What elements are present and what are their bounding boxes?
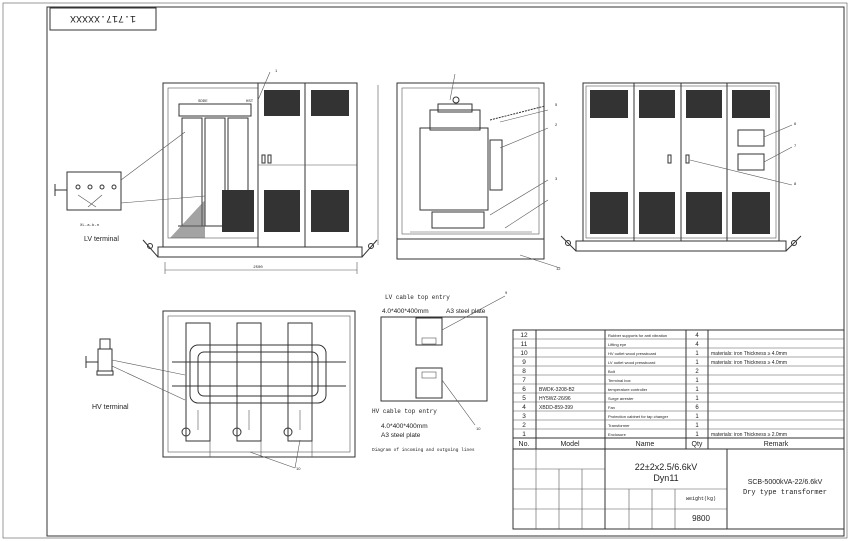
parts-row-model: HY5WZ-26/96 — [539, 396, 571, 402]
parts-row-qty: 2 — [695, 369, 699, 375]
cable-entry-diagram: 9 10 — [380, 290, 508, 431]
product-model: SCB-5000kVA-22/6.6kV — [748, 479, 823, 486]
parts-row-name: Transformer — [608, 423, 630, 428]
hv-plate-size: 4.0*400*400mm — [381, 423, 428, 430]
hv-terminal-detail — [85, 338, 186, 401]
svg-text:7: 7 — [794, 143, 797, 148]
parts-row-no: 3 — [522, 413, 526, 420]
title-voltage: 22±2x2.5/6.6kV — [635, 462, 697, 472]
svg-text:2500: 2500 — [253, 266, 263, 270]
parts-row-name: LV outlet wood pressboard — [608, 360, 655, 365]
svg-text:10: 10 — [296, 466, 301, 471]
parts-row-qty: 1 — [695, 396, 699, 402]
lv-plate-size: 4.0*400*400mm — [382, 308, 429, 315]
parts-row-no: 2 — [522, 422, 526, 429]
svg-text:2: 2 — [555, 122, 558, 127]
plan-view: 10 — [162, 310, 356, 471]
parts-row-name: Enclosure — [608, 432, 627, 437]
hv-terminal-label: HV terminal — [92, 404, 129, 411]
header-remark: Remark — [764, 441, 789, 448]
drawing-number-box — [49, 7, 157, 31]
parts-row-no: 11 — [521, 341, 528, 348]
drawing-number: 1.717.XXXXX — [70, 12, 136, 23]
parts-row-qty: 1 — [695, 378, 699, 384]
parts-row-qty: 4 — [695, 342, 699, 348]
parts-row-no: 4 — [522, 404, 526, 411]
svg-text:8: 8 — [794, 181, 797, 186]
parts-row-qty: 1 — [695, 360, 699, 366]
parts-row-qty: 6 — [695, 405, 699, 411]
parts-row-name: Fan — [608, 405, 615, 410]
parts-row-qty: 1 — [695, 423, 699, 429]
svg-text:XL-a-b-n: XL-a-b-n — [80, 223, 100, 228]
parts-row-name: Lifting eye — [608, 342, 627, 347]
weight-label: weight(kg) — [686, 496, 716, 502]
header-no: No. — [519, 441, 530, 448]
inner-border — [46, 6, 845, 537]
end-elevation: 5 2 3 12 — [396, 73, 561, 271]
diagram-caption: Diagram of incoming and outgoing lines — [372, 447, 475, 453]
parts-row-name: Terminal box — [608, 378, 631, 383]
parts-row-no: 8 — [522, 368, 526, 375]
lv-plate-material: A3 steel plate — [446, 308, 486, 315]
parts-row-name: Surge arrester — [608, 396, 634, 401]
parts-row-qty: 1 — [695, 351, 699, 357]
header-qty: Qty — [692, 441, 703, 448]
svg-text:SDDE: SDDE — [198, 100, 208, 104]
lv-terminal-label: LV terminal — [84, 236, 119, 243]
lv-cable-entry-label: LV cable top entry — [385, 294, 450, 301]
parts-row-name: Bolt — [608, 369, 616, 374]
lv-side-elevation: SDDE HST 2500 1 — [142, 68, 379, 274]
header-model: Model — [560, 441, 580, 448]
parts-row-no: 10 — [520, 350, 528, 357]
parts-row-qty: 1 — [695, 414, 699, 420]
parts-row-qty: 1 — [695, 432, 699, 438]
lv-terminal-detail: XL-a-b-n — [54, 131, 206, 228]
svg-text:10: 10 — [476, 426, 481, 431]
hv-plate-material: A3 steel plate — [381, 432, 421, 439]
parts-row-no: 9 — [522, 359, 526, 366]
hv-cable-entry-label: HV cable top entry — [372, 408, 437, 415]
parts-row-name: temperature controller — [608, 387, 648, 392]
weight-value: 9800 — [692, 514, 710, 523]
svg-text:6: 6 — [794, 121, 797, 126]
parts-row-no: 6 — [522, 386, 526, 393]
parts-row-no: 12 — [520, 332, 528, 339]
svg-text:5: 5 — [555, 102, 558, 107]
header-name: Name — [636, 441, 655, 448]
parts-row-remark: materials: iron Thickness ≥ 4.0mm — [711, 360, 787, 366]
title-block — [512, 448, 845, 530]
parts-row-remark: materials: iron Thickness ≥ 4.0mm — [711, 351, 787, 357]
svg-text:12: 12 — [556, 266, 561, 271]
svg-text:3: 3 — [555, 176, 558, 181]
parts-row-qty: 1 — [695, 387, 699, 393]
parts-row-no: 7 — [522, 377, 526, 384]
svg-text:1: 1 — [275, 68, 278, 73]
hv-side-elevation: 6 7 8 — [560, 82, 802, 252]
parts-row-name: Protection cabinet for tap changer — [608, 414, 669, 419]
parts-row-name: HV outlet wood pressboard — [608, 351, 656, 356]
svg-text:9: 9 — [505, 290, 508, 295]
parts-row-no: 5 — [522, 395, 526, 402]
parts-row-no: 1 — [522, 431, 526, 438]
parts-row-name: Rubber supports for anti vibration — [608, 333, 667, 338]
svg-text:HST: HST — [246, 100, 254, 104]
parts-row-qty: 4 — [695, 333, 699, 339]
title-vector-group: Dyn11 — [653, 473, 678, 483]
parts-row-remark: materials: iron Thickness ≥ 2.0mm — [711, 432, 787, 438]
parts-row-model: BWDK-3208-B2 — [539, 387, 575, 393]
parts-row-model: XBDD-859-399 — [539, 405, 573, 411]
product-type: Dry type transformer — [743, 489, 827, 497]
